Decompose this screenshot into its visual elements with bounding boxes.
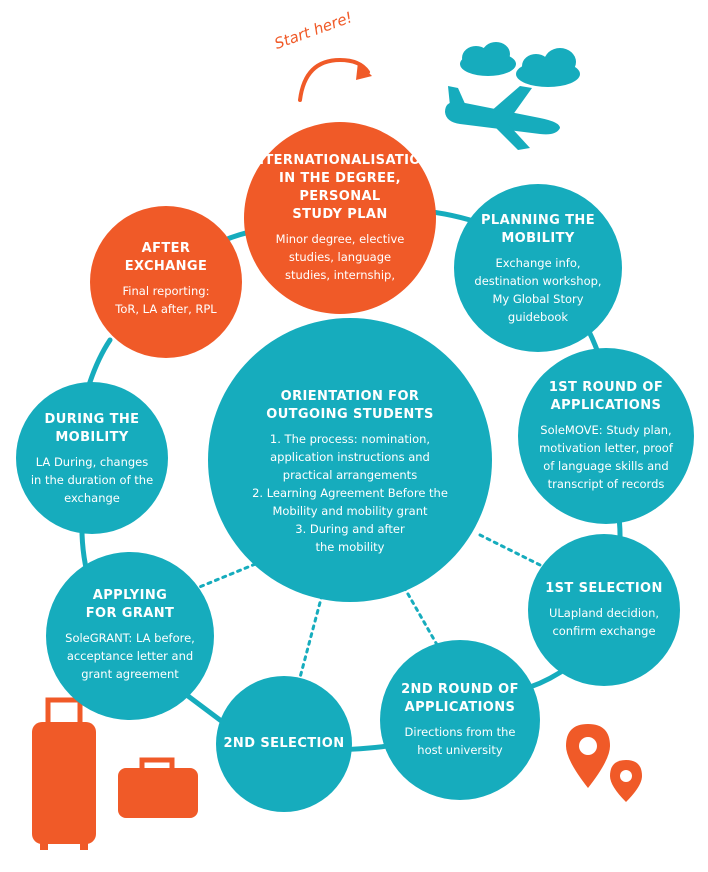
- node-first-round-shape: [518, 348, 694, 524]
- node-center-shape: [208, 318, 492, 602]
- step-title: 1ST ROUND OF APPLICATIONS: [548, 380, 664, 413]
- node-internationalisation-shape: [244, 122, 436, 314]
- step-title: APPLYING FOR GRANT: [85, 588, 175, 621]
- cloud-icon: [460, 42, 516, 76]
- center-title: ORIENTATION FOR OUTGOING STUDENTS: [266, 389, 434, 422]
- step-second-selection: 2ND SELECTION: [222, 728, 346, 760]
- step-title: INTERNATIONALISATION IN THE DEGREE, PERS…: [247, 153, 433, 222]
- bag-icon: [118, 757, 198, 818]
- airplane-icon: [445, 86, 560, 150]
- step-title: PLANNING THE MOBILITY: [481, 213, 595, 246]
- step-title: AFTER EXCHANGE: [124, 241, 208, 274]
- step-first-round: 1ST ROUND OF APPLICATIONS SoleMOVE: Stud…: [522, 370, 690, 502]
- step-second-round: 2ND ROUND OF APPLICATIONS Directions fro…: [384, 674, 536, 766]
- step-title: 1ST SELECTION: [545, 581, 663, 596]
- step-body: LA During, changes in the duration of th…: [30, 455, 154, 505]
- suitcase-icon: [32, 697, 96, 850]
- node-first-selection-shape: [528, 534, 680, 686]
- node-shapes: [16, 122, 694, 812]
- step-title: 2ND SELECTION: [223, 736, 345, 751]
- step-body: Final reporting: ToR, LA after, RPL: [115, 284, 217, 316]
- node-second-round-shape: [380, 640, 540, 800]
- node-after-shape: [90, 206, 242, 358]
- step-first-selection: 1ST SELECTION ULapland decidion, confirm…: [530, 568, 678, 652]
- step-planning: PLANNING THE MOBILITY Exchange info, des…: [462, 206, 614, 332]
- node-planning-shape: [454, 184, 622, 352]
- curved-arrow-icon: [298, 57, 370, 102]
- step-applying-grant: APPLYING FOR GRANT SoleGRANT: LA before,…: [50, 580, 210, 690]
- step-body: Exchange info, destination workshop, My …: [474, 256, 602, 324]
- step-body: SoleMOVE: Study plan, motivation letter,…: [539, 423, 673, 491]
- map-pin-icon-small: [610, 760, 642, 802]
- step-body: Directions from the host university: [404, 725, 516, 757]
- step-internationalisation: INTERNATIONALISATION IN THE DEGREE, PERS…: [247, 148, 433, 288]
- step-title: 2ND ROUND OF APPLICATIONS: [401, 682, 519, 715]
- node-second-selection-shape: [216, 676, 352, 812]
- arrow-head-icon: [356, 62, 372, 80]
- step-body: Minor degree, elective studies, language…: [275, 232, 405, 282]
- center-body: 1. The process: nomination, application …: [252, 432, 448, 554]
- node-applying-grant-shape: [46, 552, 214, 720]
- step-title: DURING THE MOBILITY: [44, 412, 140, 445]
- step-during: DURING THE MOBILITY LA During, changes i…: [20, 404, 164, 514]
- step-after: AFTER EXCHANGE Final reporting: ToR, LA …: [100, 234, 232, 324]
- center-orientation: ORIENTATION FOR OUTGOING STUDENTS 1. The…: [228, 374, 472, 570]
- map-pin-icon: [566, 724, 610, 788]
- step-body: ULapland decidion, confirm exchange: [548, 606, 660, 638]
- cloud-icon-2: [516, 48, 580, 87]
- step-body: SoleGRANT: LA before, acceptance letter …: [65, 631, 195, 681]
- node-during-shape: [16, 382, 168, 534]
